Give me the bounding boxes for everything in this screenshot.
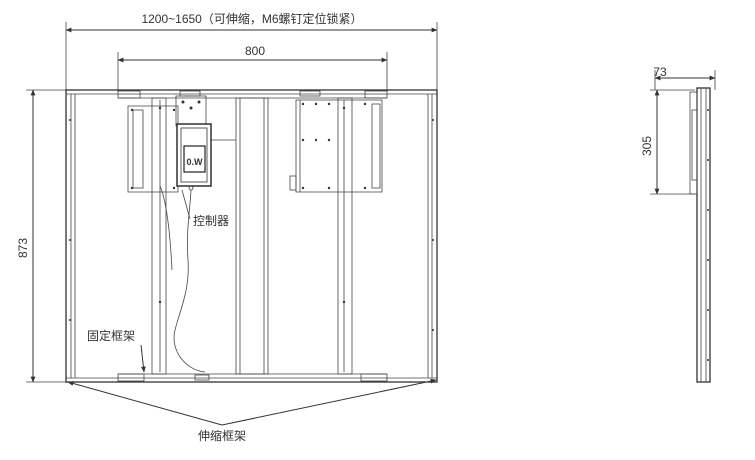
- dimension-height: 873: [16, 89, 66, 383]
- telescopic-frame-label: 伸缩框架: [198, 428, 246, 443]
- dimension-total-width-text: 1200~1650（可伸缩，M6螺钉定位锁紧）: [141, 11, 362, 26]
- dimension-total-width: 1200~1650（可伸缩，M6螺钉定位锁紧）: [65, 11, 438, 92]
- telescopic-frame-outer: [65, 89, 438, 383]
- fixed-frame-right-post: [337, 97, 353, 375]
- controller-cable: [173, 189, 206, 373]
- dimension-inner-width: 800: [117, 44, 388, 92]
- fixed-frame-callout: 固定框架: [87, 328, 146, 373]
- side-profile-panel: [696, 87, 711, 383]
- controller-callout: 控制器: [181, 189, 229, 228]
- side-profile-bracket: [689, 91, 698, 195]
- fixed-frame-left-post: [151, 97, 167, 375]
- front-view: 0.W: [65, 89, 438, 383]
- controller-label: 控制器: [193, 214, 229, 228]
- controller-display-text: 0.W: [186, 157, 203, 167]
- fixed-frame-label: 固定框架: [87, 328, 135, 343]
- dimension-side-depth-text: 73: [653, 65, 667, 79]
- controller-screen: [183, 145, 206, 173]
- left-mounting-plate: [127, 105, 179, 193]
- right-mounting-plate: [295, 99, 383, 193]
- dimension-inner-width-text: 800: [245, 44, 265, 58]
- center-panel: [235, 97, 269, 375]
- dimension-side-height-text: 305: [640, 136, 654, 156]
- dimension-height-text: 873: [16, 238, 30, 258]
- side-view: 73 305: [640, 65, 716, 383]
- telescopic-frame-callout: 伸缩框架: [67, 378, 437, 443]
- controller-bracket: [175, 95, 207, 127]
